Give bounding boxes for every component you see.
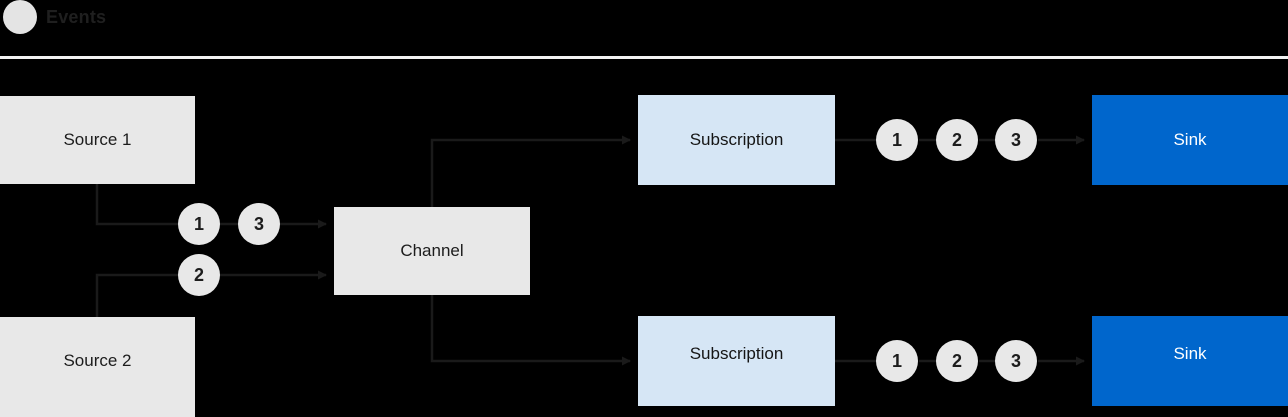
- node-source-1-label: Source 1: [63, 130, 132, 149]
- event-token-sink-bottom-1: 1: [876, 340, 918, 382]
- node-sink-bottom-label: Sink: [1173, 344, 1207, 363]
- node-sink-top[interactable]: Sink: [1092, 95, 1288, 185]
- node-subscription-bottom-label: Subscription: [689, 344, 784, 363]
- event-token-source1-1: 1: [178, 203, 220, 245]
- page-title: Events: [46, 7, 107, 27]
- event-token-sink-bottom-2: 2: [936, 340, 978, 382]
- node-source-2[interactable]: Source 2: [0, 317, 195, 417]
- node-sink-top-label: Sink: [1173, 130, 1207, 149]
- event-token-source2-2: 2: [178, 254, 220, 296]
- node-channel[interactable]: Channel: [334, 207, 530, 295]
- event-token-sink-top-1: 1: [876, 119, 918, 161]
- connector-wires: [95, 135, 1085, 366]
- node-channel-label: Channel: [400, 241, 464, 260]
- event-token-sink-bottom-3: 3: [995, 340, 1037, 382]
- node-sink-bottom[interactable]: Sink: [1092, 316, 1288, 406]
- event-token-sink-top-3: 3: [995, 119, 1037, 161]
- node-subscription-bottom[interactable]: Subscription: [638, 316, 835, 406]
- events-circle-icon: [3, 0, 37, 34]
- header-divider: [0, 56, 1288, 59]
- node-subscription-top[interactable]: Subscription: [638, 95, 835, 185]
- event-token-sink-top-2: 2: [936, 119, 978, 161]
- node-source-2-label: Source 2: [63, 351, 132, 370]
- node-source-1[interactable]: Source 1: [0, 96, 195, 184]
- node-subscription-top-label: Subscription: [689, 130, 784, 149]
- event-token-source1-3: 3: [238, 203, 280, 245]
